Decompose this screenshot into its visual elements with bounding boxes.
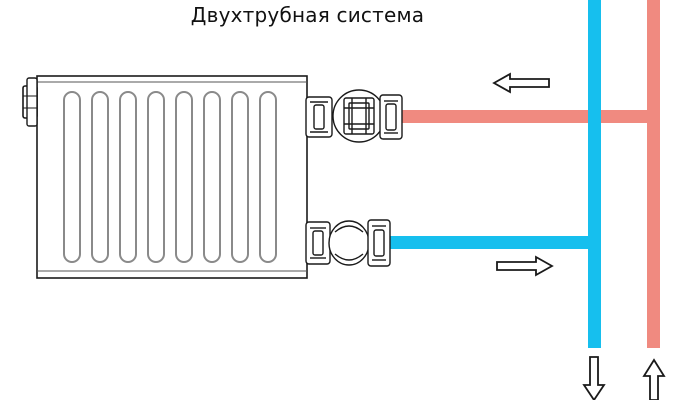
radiator-section [231, 91, 249, 263]
return-valve [305, 219, 391, 267]
diagram-title: Двухтрубная система [190, 3, 425, 27]
radiator-section [119, 91, 137, 263]
arrow-right-icon [496, 255, 554, 277]
radiator-section [259, 91, 277, 263]
arrow-down-icon [582, 356, 606, 400]
supply-riser-pipe [647, 0, 660, 348]
arrow-up-icon [642, 358, 666, 400]
radiator-section [147, 91, 165, 263]
radiator-sections [63, 91, 277, 263]
shutoff-valve-body-icon [328, 220, 370, 266]
pipes [390, 0, 660, 348]
arrow-left-icon [492, 72, 550, 94]
radiator-section [203, 91, 221, 263]
flow-arrows [492, 72, 666, 400]
radiator-section [91, 91, 109, 263]
radiator [22, 75, 308, 279]
return-riser-pipe [588, 0, 601, 348]
radiator-section [63, 91, 81, 263]
radiator-section [175, 91, 193, 263]
supply-valve [305, 89, 403, 143]
supply-branch-pipe [400, 110, 654, 123]
return-branch-pipe [390, 236, 595, 249]
